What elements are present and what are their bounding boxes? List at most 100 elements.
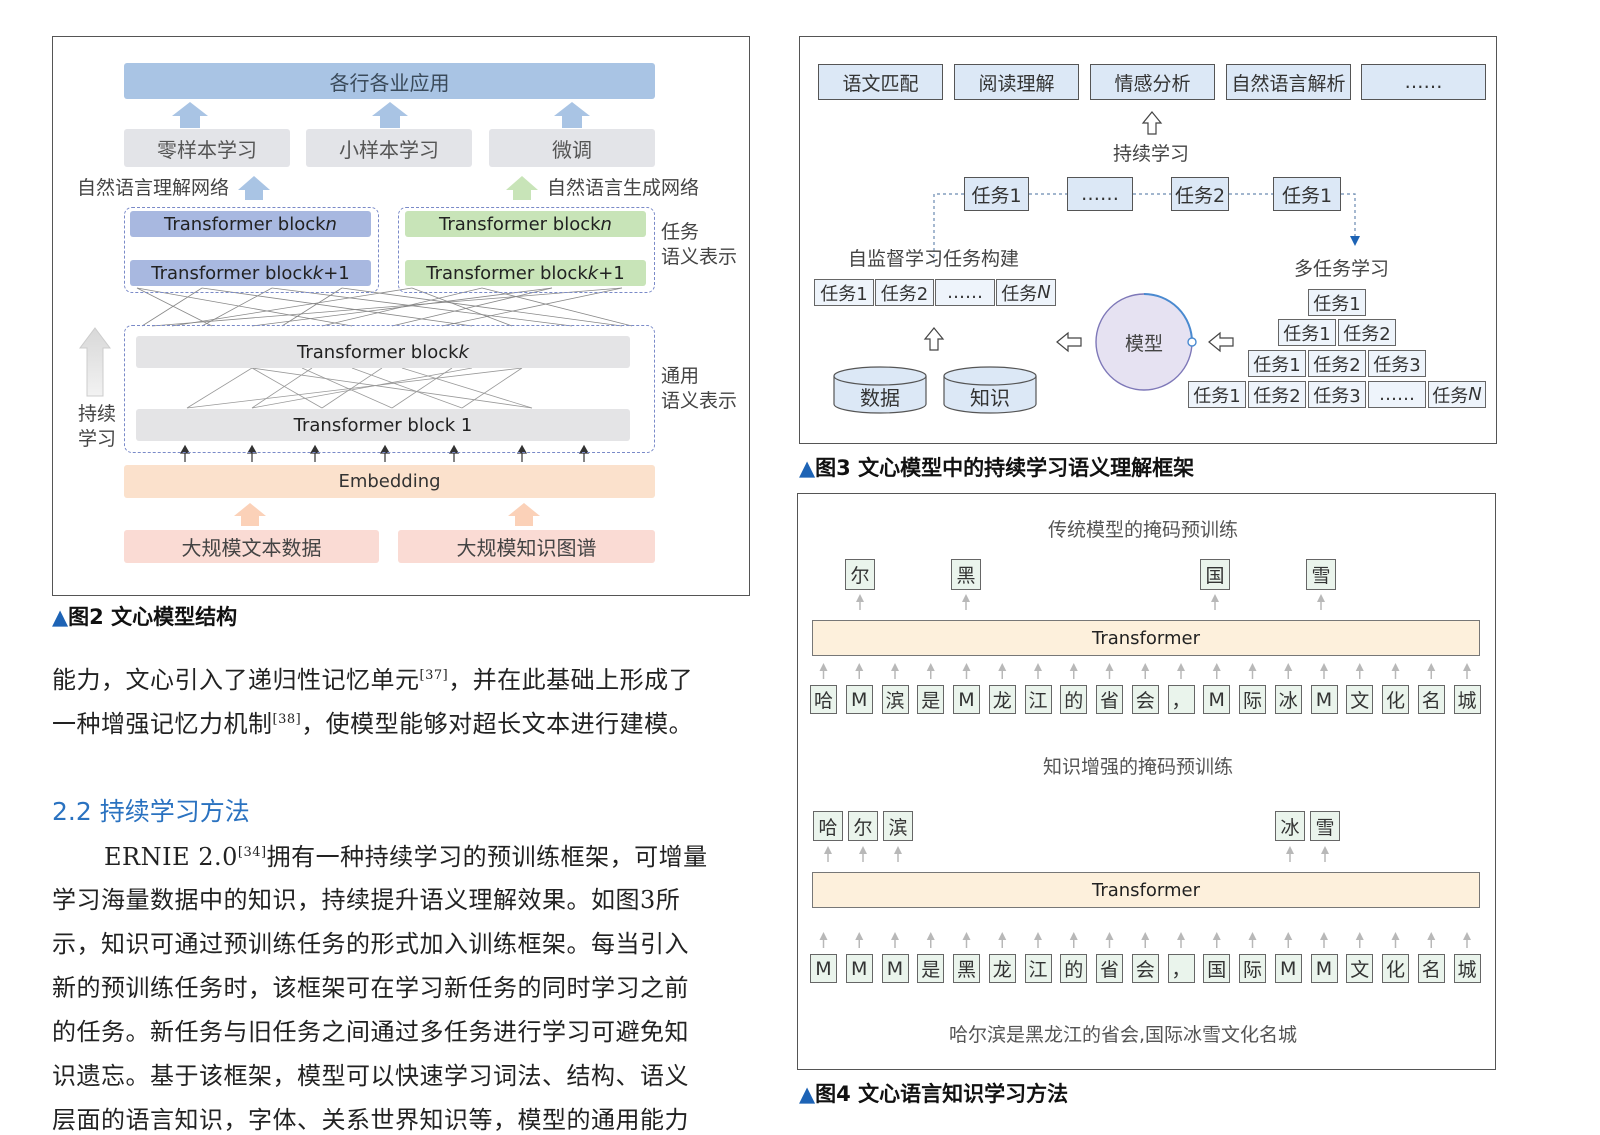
citation-ref[interactable]: [38] [272, 712, 302, 727]
nlg-network-label: 自然语言生成网络 [547, 177, 700, 199]
nlu-transformer-block-k1: Transformer block k+1 [130, 260, 371, 286]
out1-token: 国 [1200, 559, 1230, 590]
out2-token: 尔 [848, 811, 878, 841]
up-arrow-icon [1069, 932, 1078, 940]
pyr-r4-task-2: 任务2 [1248, 381, 1306, 408]
up-arrow-icon [819, 932, 828, 940]
up-arrow-icon [819, 663, 828, 671]
sequence-token: 冰 [1274, 685, 1302, 714]
text-run: ERNIE 2.0 [104, 843, 238, 871]
example-sentence: 哈尔滨是黑龙江的省会,国际冰雪文化名城 [949, 1024, 1298, 1046]
tb-suffix: +1 [598, 262, 625, 284]
up-arrow-icon [1248, 932, 1257, 940]
citation-ref[interactable]: [34] [237, 845, 267, 860]
self-sup-task-1: 任务1 [814, 279, 874, 306]
up-arrow-icon [1212, 663, 1221, 671]
task-label: 任务 [1001, 283, 1038, 305]
knowledge-mlm-title: 知识增强的掩码预训练 [1043, 756, 1234, 778]
tb-var: n [600, 213, 612, 235]
chain-task-1b: 任务1 [1273, 177, 1341, 211]
continual-learning-label: 持续学习 [1113, 143, 1190, 165]
sequence-token: M [1203, 685, 1231, 714]
task-text-matching: 语文匹配 [818, 64, 943, 100]
task-repr-line: 语义表示 [661, 246, 738, 268]
caption-text: 图4 文心语言知识学习方法 [815, 1082, 1069, 1106]
up-arrow-icon [1321, 846, 1329, 854]
tb-label: Transformer block [297, 341, 459, 363]
continual-line: 持续 [78, 403, 117, 425]
paragraph-line: 示，知识可通过预训练任务的形式加入训练框架。每当引入 [52, 930, 689, 958]
tb-var: n [325, 213, 337, 235]
chain-task-1: 任务1 [964, 177, 1029, 211]
up-arrow-icon [1317, 594, 1325, 602]
up-arrow-icon [998, 932, 1007, 940]
up-arrow-icon [1141, 663, 1150, 671]
sequence-token: M [1274, 954, 1302, 983]
up-arrow-icon [1391, 663, 1400, 671]
figure-3-connectors [833, 111, 1360, 414]
tb-var: k [587, 262, 599, 284]
out1-token: 尔 [845, 559, 875, 590]
task-more: …… [1361, 64, 1486, 100]
citation-ref[interactable]: [37] [419, 668, 449, 683]
text-run: ，并在此基础上形成了 [448, 666, 694, 694]
sequence-token: 化 [1382, 685, 1409, 714]
task-sentiment-analysis: 情感分析 [1090, 64, 1215, 100]
sequence-token: ， [1167, 954, 1195, 983]
tb-label: Transformer block [426, 262, 588, 284]
text-run: 一种增强记忆力机制 [52, 710, 273, 738]
knowledge-cylinder: 知识 [970, 385, 1010, 410]
sequence-token: 省 [1096, 685, 1123, 714]
section-heading: 2.2 持续学习方法 [52, 797, 250, 826]
industry-application-bar: 各行各业应用 [124, 63, 655, 99]
up-arrow-icon [1211, 594, 1219, 602]
tb-var: k [312, 262, 324, 284]
self-supervised-label: 自监督学习任务构建 [848, 248, 1020, 270]
sequence-token: 哈 [810, 685, 837, 714]
out1-token: 黑 [951, 559, 981, 590]
up-arrow-icon [1284, 932, 1293, 940]
transformer-block-1: Transformer block 1 [136, 409, 630, 441]
chain-task-2: 任务2 [1171, 177, 1229, 211]
up-arrow-icon [824, 846, 832, 854]
up-arrow-icon [1463, 663, 1471, 671]
caption-text: 图2 文心模型结构 [68, 605, 238, 629]
pyr-r2-task-1: 任务1 [1278, 319, 1336, 346]
nlu-transformer-block-n: Transformer block n [130, 211, 371, 237]
up-arrow-icon [998, 663, 1007, 671]
traditional-mlm-title: 传统模型的掩码预训练 [1048, 519, 1239, 541]
figure-2-arrows [79, 102, 633, 526]
up-arrow-icon [926, 932, 935, 940]
nlg-group [398, 207, 655, 293]
up-arrow-icon [1391, 932, 1400, 940]
sequence-token: 会 [1131, 954, 1159, 983]
tb-label: Transformer block [164, 213, 326, 235]
up-arrow-icon [1284, 663, 1293, 671]
out2-token: 雪 [1310, 811, 1340, 841]
input-knowledge-graph: 大规模知识图谱 [398, 530, 655, 563]
sequence-token: 是 [917, 685, 945, 714]
out2-token: 滨 [883, 811, 913, 841]
out2-token: 哈 [813, 811, 843, 841]
up-arrow-icon [962, 932, 971, 940]
up-arrow-icon [1248, 663, 1257, 671]
figure-2-caption: ▲图2 文心模型结构 [52, 601, 237, 631]
pyr-r2-task-2: 任务2 [1338, 319, 1396, 346]
pyr-r3-task-1: 任务1 [1248, 350, 1306, 377]
up-arrow-icon [1212, 932, 1221, 940]
up-arrow-icon [1355, 663, 1364, 671]
sequence-token: 江 [1024, 685, 1052, 714]
caption-triangle-icon: ▲ [799, 456, 816, 480]
general-repr-line: 语义表示 [661, 390, 738, 412]
nlg-transformer-block-n: Transformer block n [405, 211, 646, 237]
multi-task-label: 多任务学习 [1294, 258, 1390, 280]
paragraph-line: 学习海量数据中的知识，持续提升语义理解效果。如图3所 [52, 886, 681, 914]
figure-4-caption: ▲图4 文心语言知识学习方法 [799, 1078, 1068, 1108]
pyr-r1-task-1: 任务1 [1308, 289, 1366, 316]
up-arrow-icon [1069, 663, 1078, 671]
up-arrow-icon [855, 663, 864, 671]
up-arrow-icon [894, 846, 902, 854]
sequence-token: ， [1167, 685, 1195, 714]
sequence-token: M [1310, 954, 1338, 983]
